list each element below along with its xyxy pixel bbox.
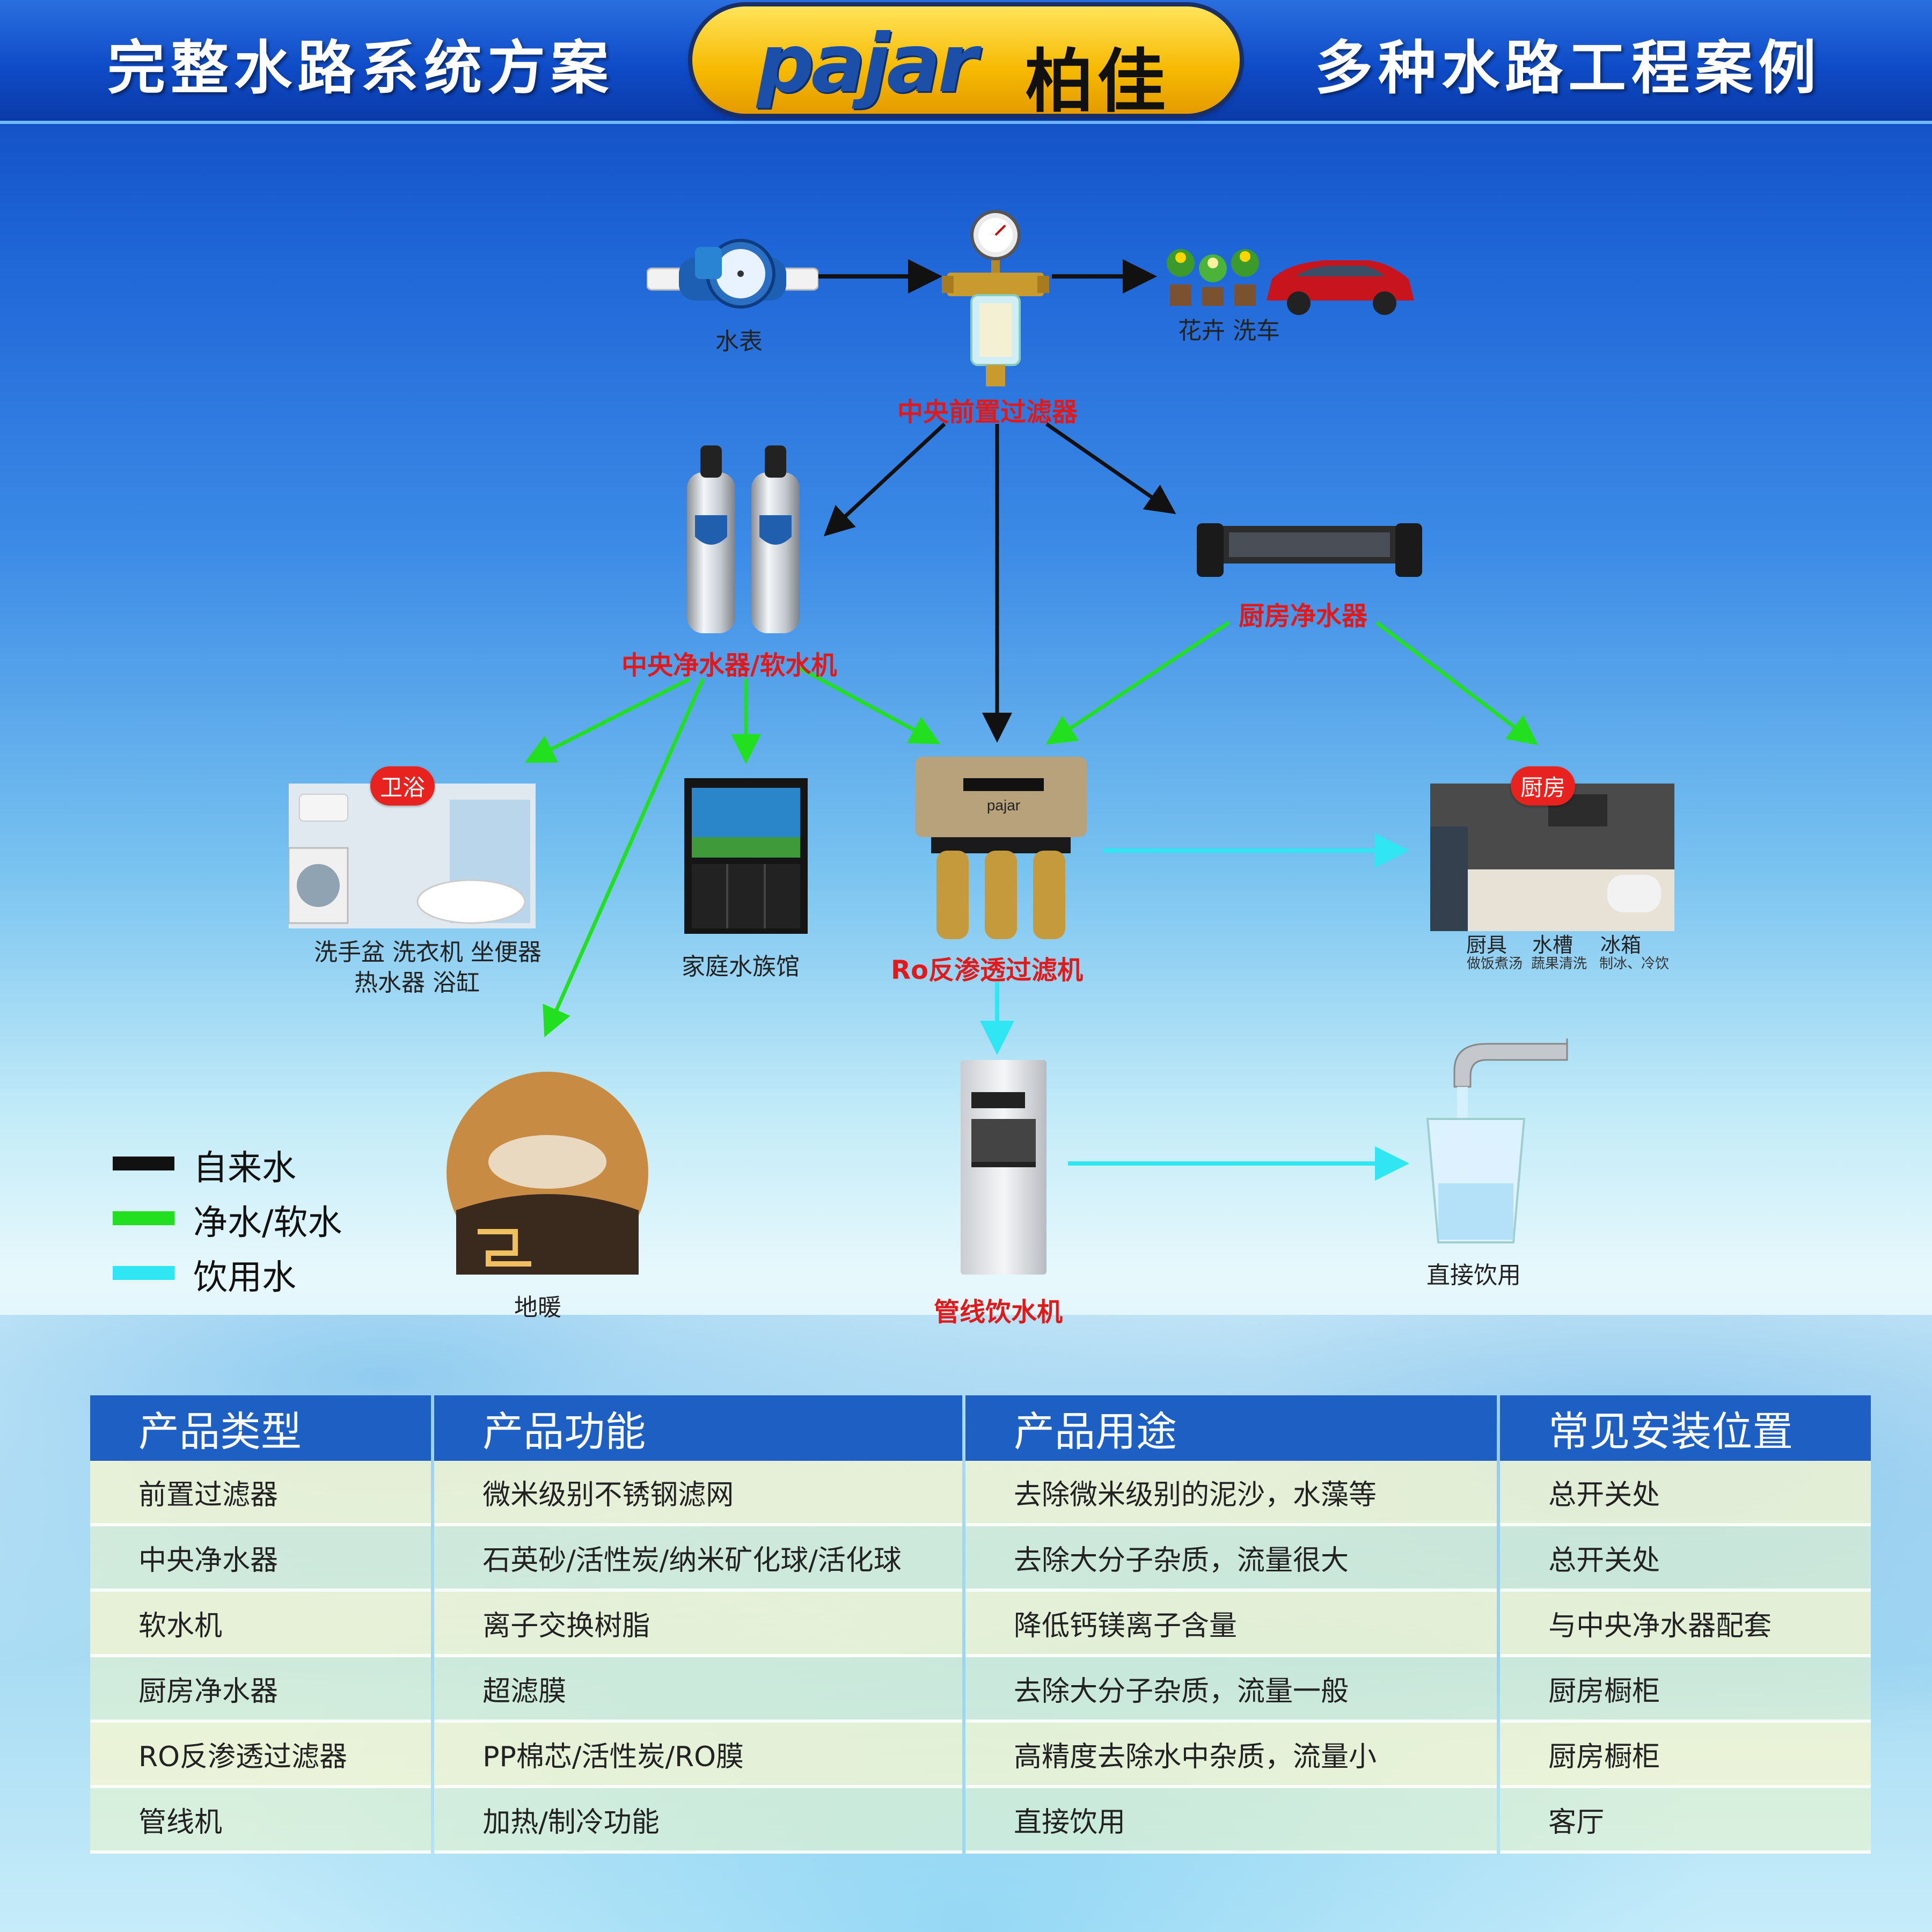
kitchen-item-1: 厨具	[1466, 933, 1507, 957]
kitchen-item-2: 水槽	[1532, 933, 1574, 957]
arrow-kitchen-purifier-to-kitchen	[1375, 621, 1539, 745]
table-row: 厨房净水器 超滤膜 去除大分子杂质，流量一般 厨房橱柜	[90, 1657, 1871, 1723]
flower-pots	[1167, 249, 1259, 306]
table-header-row: 产品类型 产品功能 产品用途 常见安装位置	[90, 1395, 1871, 1461]
product-table: 产品类型 产品功能 产品用途 常见安装位置 前置过滤器 微米级别不锈钢滤网 去除…	[87, 1395, 1874, 1854]
table-row: 软水机 离子交换树脂 降低钙镁离子含量 与中央净水器配套	[90, 1592, 1871, 1657]
bathroom-line2: 热水器 浴缸	[354, 969, 480, 997]
kitchen-item-1-sub: 做饭煮汤	[1467, 956, 1523, 972]
table-cell: 厨房净水器	[90, 1657, 431, 1723]
bathroom-badge: 卫浴	[370, 766, 435, 806]
legend-label-purified: 净水/软水	[193, 1203, 342, 1243]
ro-filter-label: Ro反渗透过滤机	[891, 955, 1083, 985]
arrow-prefilter-to-kitchen-purifier	[1045, 422, 1176, 514]
floor-heating-label: 地暖	[514, 1294, 561, 1321]
header-right-title: 多种水路工程案例	[1315, 35, 1822, 102]
pre-filter-label: 中央前置过滤器	[897, 397, 1078, 427]
floor-heating-image	[447, 1072, 648, 1275]
table-cell: 离子交换树脂	[434, 1592, 963, 1657]
table-cell: 高精度去除水中杂质，流量小	[965, 1723, 1497, 1788]
legend-swatch-purified	[113, 1211, 174, 1225]
red-car	[1267, 260, 1414, 315]
kitchen-purifier-label: 厨房净水器	[1239, 601, 1368, 631]
table-row: RO反渗透过滤器 PP棉芯/活性炭/RO膜 高精度去除水中杂质，流量小 厨房橱柜	[90, 1723, 1871, 1788]
kitchen-purifier-icon	[1197, 523, 1422, 577]
flow-diagram-arrows	[524, 259, 1539, 1181]
flowers-and-car-icon	[1167, 249, 1414, 315]
kitchen-item-2-sub: 蔬果清洗	[1531, 956, 1587, 972]
table-cell: 超滤膜	[434, 1657, 963, 1723]
table-header-location: 常见安装位置	[1500, 1395, 1871, 1461]
table-row: 管线机 加热/制冷功能 直接饮用 客厅	[90, 1788, 1871, 1854]
logo-chinese-text: 柏佳	[1025, 42, 1169, 122]
table-header-use: 产品用途	[965, 1395, 1497, 1461]
table-header-function: 产品功能	[434, 1395, 963, 1461]
table-cell: 去除微米级别的泥沙，水藻等	[965, 1461, 1497, 1526]
pipeline-dispenser-icon	[961, 1060, 1046, 1275]
table-cell: 加热/制冷功能	[434, 1788, 963, 1854]
table-cell: 管线机	[90, 1788, 431, 1854]
table-cell: 中央净水器	[90, 1526, 431, 1592]
garden-car-label: 花卉 洗车	[1178, 317, 1280, 345]
arrow-central-to-floor-heating	[543, 678, 705, 1037]
table-cell: 厨房橱柜	[1500, 1723, 1871, 1788]
table-cell: 石英砂/活性炭/纳米矿化球/活化球	[434, 1526, 963, 1592]
legend-swatch-drinking	[113, 1266, 174, 1280]
table-cell: 前置过滤器	[90, 1461, 431, 1526]
kitchen-image	[1430, 784, 1674, 931]
table-cell: 去除大分子杂质，流量一般	[965, 1657, 1497, 1723]
table-cell: 总开关处	[1500, 1461, 1871, 1526]
legend-label-drinking: 饮用水	[193, 1258, 296, 1298]
aquarium-image	[684, 778, 808, 934]
kitchen-item-3: 冰箱	[1600, 933, 1642, 957]
arrow-central-to-bathroom	[524, 677, 691, 763]
central-purifier-label: 中央净水器/软水机	[621, 650, 837, 680]
direct-drink-label: 直接饮用	[1426, 1262, 1521, 1289]
legend-swatch-tap-water	[113, 1157, 174, 1170]
table-cell: PP棉芯/活性炭/RO膜	[434, 1723, 963, 1788]
bathroom-line1: 洗手盆 洗衣机 坐便器	[314, 939, 541, 966]
water-meter-label: 水表	[715, 328, 763, 355]
table-cell: 与中央净水器配套	[1500, 1592, 1871, 1657]
arrow-kitchen-purifier-to-ro	[1045, 621, 1230, 745]
table-row: 中央净水器 石英砂/活性炭/纳米矿化球/活化球 去除大分子杂质，流量很大 总开关…	[90, 1526, 1871, 1592]
pipeline-dispenser-label: 管线饮水机	[934, 1297, 1063, 1327]
kitchen-item-3-sub: 制冰、冷饮	[1599, 956, 1670, 972]
table-header-type: 产品类型	[90, 1395, 431, 1461]
aquarium-label: 家庭水族馆	[682, 953, 800, 980]
table-cell: 厨房橱柜	[1500, 1657, 1871, 1723]
arrow-central-to-ro	[799, 666, 941, 744]
table-cell: 去除大分子杂质，流量很大	[965, 1526, 1497, 1592]
table-cell: 软水机	[90, 1592, 431, 1657]
table-cell: 总开关处	[1500, 1526, 1871, 1592]
water-meter-icon	[647, 239, 818, 309]
brand-logo: pajar 柏佳	[692, 6, 1240, 122]
table-row: 前置过滤器 微米级别不锈钢滤网 去除微米级别的泥沙，水藻等 总开关处	[90, 1461, 1871, 1526]
table-cell: 直接饮用	[965, 1788, 1497, 1854]
svg-text:pajar: pajar	[987, 797, 1020, 814]
ro-filter-icon: pajar	[915, 757, 1087, 939]
header-left-title: 完整水路系统方案	[107, 35, 614, 102]
logo-latin-text: pajar	[757, 17, 977, 111]
table-cell: 客厅	[1500, 1788, 1871, 1854]
table-cell: 降低钙镁离子含量	[965, 1592, 1497, 1657]
pre-filter-icon	[942, 210, 1049, 386]
kitchen-badge: 厨房	[1511, 766, 1576, 806]
table-cell: 微米级别不锈钢滤网	[434, 1461, 963, 1526]
legend-label-tap-water: 自来水	[193, 1148, 296, 1188]
central-purifier-icon	[687, 445, 800, 633]
arrow-prefilter-to-central	[823, 422, 946, 537]
table-cell: RO反渗透过滤器	[90, 1723, 431, 1788]
bathroom-image	[289, 784, 536, 928]
faucet-glass-icon	[1426, 1038, 1568, 1243]
